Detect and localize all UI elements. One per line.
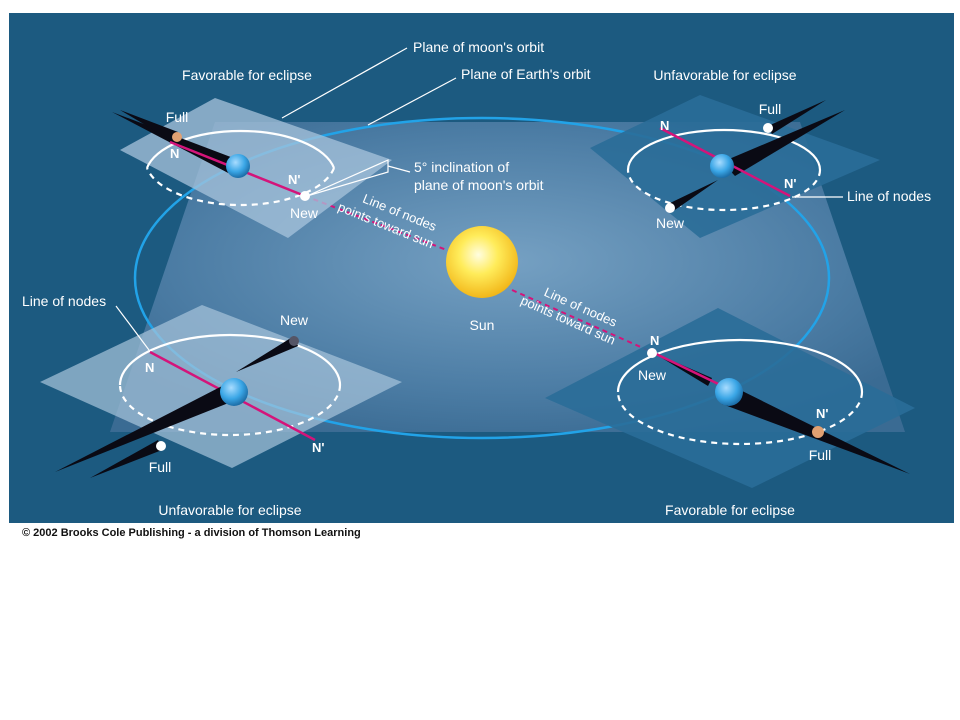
node-n-bottom-left: N [145, 360, 154, 375]
quadrant-bottom-right: New Full N N' Favorable for eclipse [545, 308, 915, 518]
earth-bottom-right [715, 378, 743, 406]
full-moon-bottom-right [812, 426, 824, 438]
earth-shadow-bottom-left [55, 384, 236, 472]
new-label-top-right: New [656, 215, 685, 231]
leader-line-of-nodes-bottom-left [115, 305, 150, 351]
node-n-top-left: N [170, 146, 179, 161]
inclination-label-line1: 5° inclination of [414, 159, 509, 175]
line-of-nodes-label-bottom-left: Line of nodes [22, 293, 106, 309]
quadrant-top-left: Full New N N' Favorable for eclipse [112, 67, 392, 238]
quadrant-bottom-left: New Full N N' Unfavorable for eclipse Li… [22, 293, 402, 518]
node-n-prime-top-right: N' [784, 176, 796, 191]
moon-orbit-bottom-right-front [616, 338, 864, 393]
earth-top-right [710, 154, 734, 178]
quadrant-top-right: Full New N N' Unfavorable for eclipse Li… [590, 67, 931, 238]
plane-moon-orbit-label: Plane of moon's orbit [413, 39, 544, 55]
earth-bottom-left [220, 378, 248, 406]
new-moon-top-right [665, 203, 675, 213]
full-moon-top-left [172, 132, 182, 142]
moon-shadow-full-top-right [768, 100, 826, 134]
node-n-bottom-right: N [650, 333, 659, 348]
moon-orbit-bottom-left-back [118, 384, 342, 437]
moon-orbit-top-left-front [145, 129, 336, 169]
earth-shadow-top-right [722, 110, 845, 176]
moon-orbit-bottom-right-back [616, 391, 864, 446]
moon-orbit-plane-top-left [120, 98, 392, 238]
moon-shadow-top-left [120, 110, 178, 142]
leader-plane-moon-orbit [281, 47, 408, 119]
earth-orbit [133, 116, 831, 440]
line-of-nodes-label-top-right: Line of nodes [847, 188, 931, 204]
moon-shadow-full-bottom-left [90, 440, 162, 478]
new-moon-bottom-right [647, 348, 657, 358]
full-label-bottom-right: Full [809, 447, 832, 463]
caption-top-right: Unfavorable for eclipse [653, 67, 796, 83]
moon-shadow-new-top-right [668, 180, 718, 212]
moon-orbit-top-right-back [626, 169, 822, 212]
moon-orbit-bottom-left-front [118, 333, 342, 386]
moon-orbit-top-left-back [145, 167, 336, 207]
new-label-bottom-right: New [638, 367, 667, 383]
new-moon-top-left [300, 191, 310, 201]
node-n-prime-bottom-right: N' [816, 406, 828, 421]
node-n-top-right: N [660, 118, 669, 133]
sun-label: Sun [470, 317, 495, 333]
caption-bottom-left: Unfavorable for eclipse [158, 502, 301, 518]
moon-shadow-new-bottom-left [236, 336, 298, 372]
caption-bottom-right: Favorable for eclipse [665, 502, 795, 518]
full-label-bottom-left: Full [149, 459, 172, 475]
node-n-prime-top-left: N' [288, 172, 300, 187]
new-moon-bottom-left [289, 336, 299, 346]
plane-earth-orbit-label: Plane of Earth's orbit [461, 66, 591, 82]
new-label-top-left: New [290, 205, 319, 221]
line-of-nodes-to-sun-lower [511, 289, 653, 353]
moon-orbit-top-right-front [626, 128, 822, 171]
moon-orbit-plane-bottom-left [40, 305, 402, 468]
sun [446, 226, 518, 298]
full-moon-top-right [763, 123, 773, 133]
earth-top-left [226, 154, 250, 178]
leader-plane-earth-orbit [367, 77, 457, 126]
node-n-prime-bottom-left: N' [312, 440, 324, 455]
full-label-top-right: Full [759, 101, 782, 117]
caption-top-left: Favorable for eclipse [182, 67, 312, 83]
leader-inclination [387, 165, 411, 173]
copyright-notice: © 2002 Brooks Cole Publishing - a divisi… [22, 527, 361, 539]
inclination-label-line2: plane of moon's orbit [414, 177, 544, 193]
new-label-bottom-left: New [280, 312, 309, 328]
full-moon-bottom-left [156, 441, 166, 451]
full-label-top-left: Full [166, 109, 189, 125]
